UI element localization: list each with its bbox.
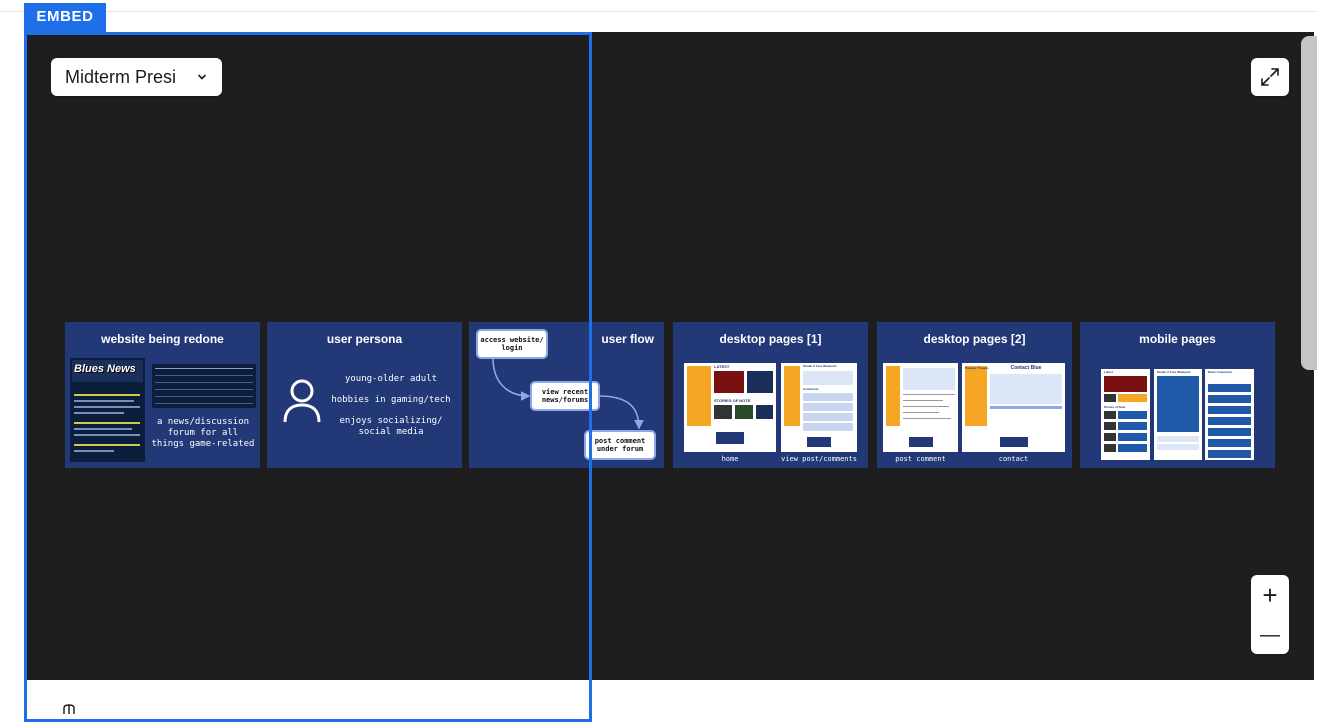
minus-icon: — — [1260, 623, 1280, 646]
scrollbar-thumb[interactable] — [1301, 36, 1317, 370]
thumb-label: post comment — [895, 455, 946, 463]
slide-mobile-pages[interactable]: mobile pages Latest Stories of Note Stud… — [1080, 322, 1275, 468]
flow-arrows — [492, 357, 644, 430]
view-post-thumb: Studio X Free Weekend Comments — [781, 354, 857, 452]
bottom-toolbar — [24, 680, 1314, 712]
slide-title: desktop pages [1] — [719, 332, 822, 346]
website-screenshot: Blues News — [70, 358, 145, 462]
slide-title: user persona — [326, 332, 403, 346]
contact-thumb: Popular Threads Contact Blue — [962, 354, 1065, 452]
home-page-thumb: LATEST STORIES OF NOTE — [684, 354, 776, 452]
frame-selector-label: Midterm Presi — [65, 66, 177, 87]
slide-website-being-redone[interactable]: website being redone Blues News a news/d… — [65, 322, 260, 468]
expand-icon — [1261, 68, 1279, 86]
slide-title: mobile pages — [1139, 332, 1216, 346]
user-icon — [283, 379, 321, 423]
fullscreen-button[interactable] — [1251, 58, 1289, 96]
mobile-comments-thumb: News Comments — [1205, 360, 1254, 460]
plus-icon: + — [1262, 579, 1278, 610]
blues-news-logo: Blues News — [74, 363, 136, 375]
slide-title: website being redone — [101, 332, 224, 346]
thumb-label: home — [721, 455, 739, 463]
persona-line: social media — [358, 427, 424, 437]
mobile-home-thumb: Latest Stories of Note — [1101, 360, 1150, 460]
slide-title: desktop pages [2] — [923, 332, 1026, 346]
flow-step-login: access website/login — [476, 329, 548, 359]
post-comment-thumb — [883, 354, 958, 452]
slide-user-persona[interactable]: user persona young-older adult hobbies i… — [267, 322, 462, 468]
persona-line: enjoys socializing/ — [339, 416, 443, 426]
persona-line: hobbies in gaming/tech — [331, 395, 451, 405]
persona-line: young-older adult — [344, 374, 438, 384]
frame-selector-dropdown[interactable]: Midterm Presi — [51, 58, 222, 96]
zoom-in-button[interactable]: + — [1251, 575, 1289, 614]
forum-table-thumb — [152, 364, 256, 408]
slide-desktop-pages-2[interactable]: desktop pages [2] Popular Threads Contac… — [877, 322, 1072, 468]
zoom-out-button[interactable]: — — [1251, 615, 1289, 654]
mobile-post-thumb: Studio X Free Weekend — [1154, 360, 1202, 460]
embed-label: EMBED — [24, 3, 106, 32]
zoom-controls: + — — [1251, 575, 1289, 654]
top-divider — [0, 11, 1317, 12]
slide-title: user flow — [601, 332, 654, 346]
thumb-label: contact — [998, 455, 1029, 463]
chevron-down-icon — [198, 74, 206, 80]
block-icon — [63, 704, 75, 714]
thumb-label: view post/comments — [781, 455, 857, 463]
slide-desktop-pages-1[interactable]: desktop pages [1] LATEST STORIES OF NOTE… — [673, 322, 868, 468]
slide-user-flow[interactable]: user flow access website/login view rece… — [469, 322, 664, 468]
slide-caption: a news/discussion forum for all things g… — [151, 417, 255, 449]
